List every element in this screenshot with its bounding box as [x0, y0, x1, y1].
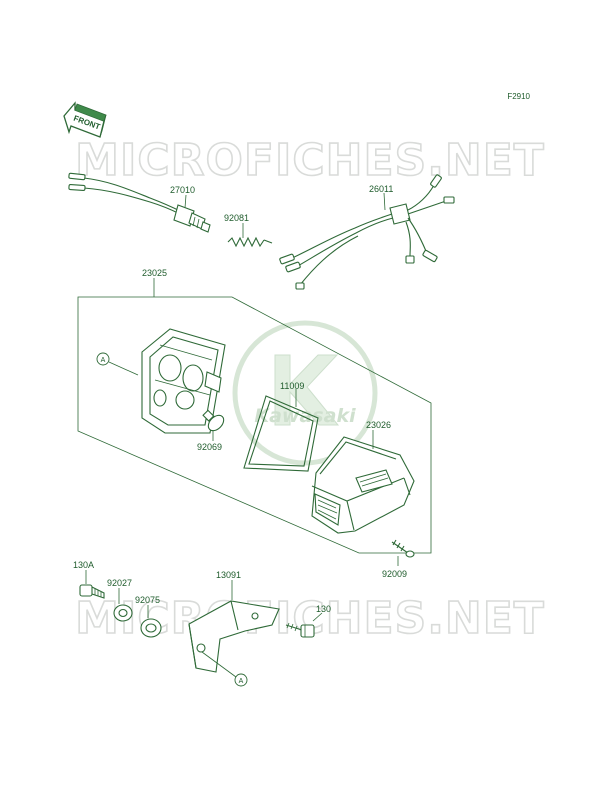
part-label-26011: 26011	[369, 184, 393, 194]
callout-a-upper: A	[96, 352, 139, 376]
callout-a-lower: A	[201, 651, 248, 687]
callout-a-lower-label: A	[239, 678, 244, 685]
part-label-92075: 92075	[135, 595, 160, 605]
part-27010-switch	[68, 172, 211, 233]
part-label-130: 130	[316, 604, 331, 614]
watermark-text-top: MICROFICHES.NET	[75, 135, 545, 186]
part-92069-bulb	[202, 409, 225, 432]
part-label-11009: 11009	[280, 381, 304, 391]
part-label-92027: 92027	[107, 578, 132, 588]
part-92075-grommet	[140, 618, 162, 638]
part-92081-spring	[227, 236, 273, 248]
part-label-13091: 13091	[216, 570, 241, 580]
watermark-logo-text: Kawasaki	[254, 405, 356, 427]
part-130a-bolt	[79, 584, 105, 599]
part-label-27010: 27010	[170, 185, 195, 195]
part-23026-lens	[311, 436, 415, 534]
part-label-92069: 92069	[197, 442, 222, 452]
part-13091-bracket	[188, 600, 280, 673]
part-130-bolt	[285, 622, 315, 638]
part-11009-gasket	[243, 395, 319, 472]
diagram-code: F2910	[507, 92, 530, 101]
part-label-23026: 23026	[366, 420, 391, 430]
part-92027-collar	[113, 604, 133, 622]
assembly-23025-outline	[77, 296, 432, 554]
part-label-23025: 23025	[142, 268, 167, 278]
part-92009-screw	[391, 539, 415, 558]
part-26011-harness	[279, 174, 455, 290]
part-label-92081: 92081	[224, 213, 249, 223]
front-arrow: FRONT	[63, 101, 107, 138]
callout-a-upper-label: A	[101, 357, 106, 364]
part-label-130a: 130A	[73, 560, 94, 570]
part-label-92009: 92009	[382, 569, 407, 579]
part-lamp-base	[141, 328, 226, 434]
